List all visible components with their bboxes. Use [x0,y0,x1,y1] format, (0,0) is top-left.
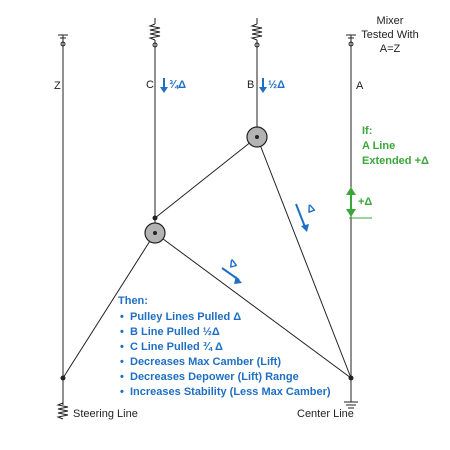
mixer-line-2: Tested With [361,29,419,41]
then-title: Then: [118,295,148,307]
b-pull-arrow-icon [259,78,267,93]
mixer-note: Mixer Tested With A=Z [360,14,420,56]
if-title: If: [362,125,373,137]
b-line-label: B [247,79,255,91]
then-results: Then: Pulley Lines Pulled Δ B Line Pulle… [118,294,331,400]
c-spring-icon [148,18,161,50]
then-item: Decreases Depower (Lift) Range [118,370,331,385]
c-knot [152,215,158,221]
b-pulley-to-center-line [256,136,352,379]
z-line-label: Z [54,80,61,92]
if-line-1: A Line [362,140,396,152]
steering-spring-icon [56,402,69,420]
lower-pulley-to-steering-line [62,232,156,379]
z-attachment-icon [58,34,68,50]
then-list: Pulley Lines Pulled Δ B Line Pulled ½Δ C… [118,310,331,400]
c-line-label: C [146,79,154,91]
if-line-2: Extended +Δ [362,155,429,167]
extension-label: +Δ [358,196,373,208]
c-pull-arrow-icon [160,78,168,93]
a-extension-arrow-icon [346,187,372,219]
z-knot [60,375,66,381]
b-spring-icon [250,18,263,50]
c-to-b-pulley-line [154,136,258,219]
mixer-line-3: A=Z [379,43,401,55]
then-item: C Line Pulled ¾ Δ [118,340,331,355]
c-pull-label: ¾Δ [169,79,187,91]
b-pull-label: ½Δ [268,79,286,91]
steering-line-label: Steering Line [73,408,138,420]
lower-delta-arrow-icon [221,267,242,284]
then-item: Increases Stability (Less Max Camber) [118,385,331,400]
if-condition: If: A Line Extended +Δ [362,124,429,169]
a-attachment-icon [346,34,356,50]
then-item: Decreases Max Camber (Lift) [118,355,331,370]
then-item: B Line Pulled ½Δ [118,325,331,340]
ground-icon [344,401,358,409]
center-line-label: Center Line [297,408,354,420]
then-item: Pulley Lines Pulled Δ [118,310,331,325]
center-knot [348,375,354,381]
a-line-label: A [356,80,364,92]
mixer-line-1: Mixer [376,15,404,27]
upper-delta-arrow-icon [295,203,309,232]
